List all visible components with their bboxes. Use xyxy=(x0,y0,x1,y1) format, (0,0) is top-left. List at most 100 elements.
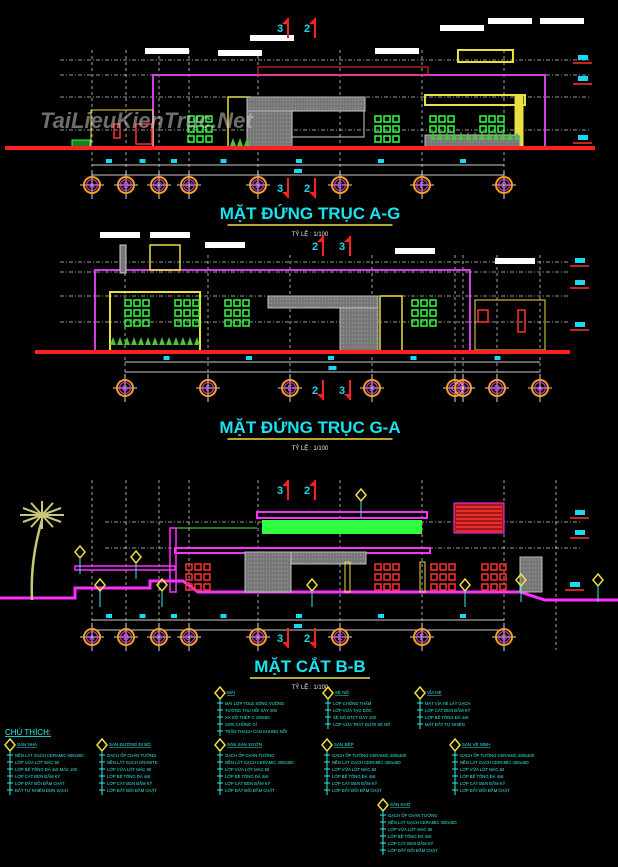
section-arrow-icon xyxy=(309,18,315,24)
window xyxy=(383,125,391,133)
axis-bubble xyxy=(117,176,135,194)
axis-marker: A xyxy=(80,171,104,199)
dimension-value xyxy=(296,614,302,618)
shrub xyxy=(507,132,513,140)
shrub xyxy=(110,337,116,345)
axis-bubble-inner xyxy=(86,631,98,643)
window xyxy=(488,125,496,133)
axis-marker: G xyxy=(113,374,137,402)
level-value xyxy=(575,258,585,263)
window xyxy=(187,115,195,123)
window xyxy=(420,309,428,317)
legend-line: LỚP BÊ TÔNG ĐÁ 4x6 xyxy=(225,774,269,779)
axis-bubble-inner xyxy=(534,382,546,394)
window xyxy=(205,125,213,133)
annotation-tag xyxy=(150,232,190,238)
window xyxy=(194,563,202,571)
axis-label: C xyxy=(460,384,466,393)
material-tag-icon xyxy=(214,737,226,753)
axis-marker: C xyxy=(147,171,171,199)
annotation-tag xyxy=(495,258,535,264)
axis-label: F xyxy=(206,384,211,393)
legend-line: XÀ GỒ THÉP C 100x50 xyxy=(225,715,270,720)
material-tag-icon xyxy=(377,797,389,813)
window xyxy=(438,115,446,123)
dimension-value xyxy=(296,159,302,163)
shrub xyxy=(117,337,123,345)
window xyxy=(429,125,437,133)
window xyxy=(429,309,437,317)
dimension-value xyxy=(163,356,170,360)
axis-label: G xyxy=(501,181,507,190)
legend-line: LỚP CÁT ĐEN ĐẦM KỸ xyxy=(388,841,434,846)
shrub xyxy=(465,132,471,140)
shrub xyxy=(437,132,443,140)
axis-label: D xyxy=(255,181,261,190)
window xyxy=(374,135,382,143)
window xyxy=(383,135,391,143)
window xyxy=(374,125,382,133)
shrub xyxy=(514,132,520,140)
window xyxy=(174,309,182,317)
legend-line: SÊ NÔ BTCT DÀY 100 xyxy=(333,715,377,720)
dimension-value xyxy=(106,614,112,618)
axis-marker: G xyxy=(492,623,516,651)
axis-bubble-inner xyxy=(252,179,264,191)
legend-line: LỚP CÁT ĐEN ĐẦM KỸ xyxy=(107,781,153,786)
window xyxy=(142,299,150,307)
shrub xyxy=(180,337,186,345)
material-tag-icon xyxy=(130,549,142,565)
window xyxy=(447,115,455,123)
section-number: 2 xyxy=(312,241,318,253)
axis-bubble xyxy=(413,176,431,194)
legend-heading: SÀN ĐƯỜNG ĐI BỘ xyxy=(109,741,151,747)
legend-line: NỀN LÁT GẠCH CERAMIC 600x600 xyxy=(15,753,84,758)
axis-bubble xyxy=(331,176,349,194)
palm-frond xyxy=(22,514,43,523)
column xyxy=(419,561,426,593)
drawing-title: MẶT ĐỨNG TRỤC G-A xyxy=(219,418,400,437)
window xyxy=(233,319,241,327)
window xyxy=(488,115,496,123)
canopy-slab xyxy=(74,565,176,571)
shrub xyxy=(472,132,478,140)
legend-line: SƠN CHỐNG GỈ xyxy=(225,722,258,727)
legend-line: GẠCH ỐP CHÂN TƯỜNG xyxy=(225,753,274,758)
legend-line: LỚP VỮA LÓT MÁC 50 xyxy=(460,767,505,772)
section-arrow-icon xyxy=(309,642,315,648)
axis-bubble xyxy=(363,379,381,397)
axis-bubble-inner xyxy=(416,179,428,191)
window xyxy=(194,573,202,581)
window xyxy=(374,563,382,571)
roof-slab xyxy=(256,511,428,519)
axis-label: G xyxy=(122,384,128,393)
shrub xyxy=(451,132,457,140)
axis-marker: C' xyxy=(177,171,201,199)
window xyxy=(124,299,132,307)
axis-bubble-inner xyxy=(334,179,346,191)
axis-bubble-inner xyxy=(416,631,428,643)
legend-line: GẠCH ỐP CHÂN TƯỜNG xyxy=(107,753,156,758)
dimension-value xyxy=(460,159,466,163)
section-arrow-icon xyxy=(282,480,288,486)
section-number: 2 xyxy=(304,23,310,35)
window xyxy=(242,319,250,327)
legend-line: NỀN LÁT GẠCH CERAMIC 400x400 xyxy=(225,760,294,765)
material-tag-icon xyxy=(214,685,226,701)
section-arrow-icon xyxy=(317,394,323,400)
window xyxy=(185,573,193,581)
window xyxy=(374,583,382,591)
axis-bubble xyxy=(180,628,198,646)
window xyxy=(499,563,507,571)
annotation-tag xyxy=(540,18,584,24)
legend-line: LỚP VỮA TẠO DỐC xyxy=(333,708,372,713)
chimney xyxy=(119,244,127,274)
section-arrow-icon xyxy=(344,394,350,400)
section-number: 3 xyxy=(277,633,283,645)
legend-line: ĐẤT TỰ NHIÊN DỌN SẠCH xyxy=(15,788,68,793)
window xyxy=(429,115,437,123)
legend-title: CHÚ THÍCH: xyxy=(5,728,51,737)
legend-line: LỚP ĐẤT ĐỒI ĐẦM CHẶT xyxy=(15,781,65,786)
